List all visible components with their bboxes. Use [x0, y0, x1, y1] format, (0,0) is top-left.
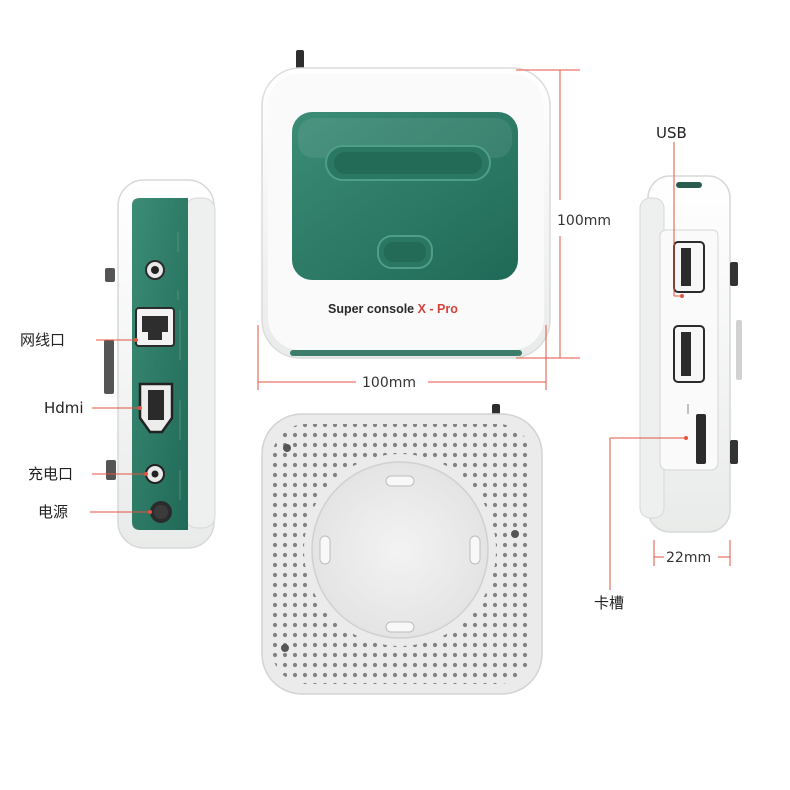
- brand-accent: X - Pro: [417, 302, 458, 316]
- bottom-view-console: [261, 404, 543, 695]
- power-port-label: 电源: [38, 503, 69, 521]
- depth-dimension-label: 22mm: [666, 550, 712, 566]
- charging-port-label: 充电口: [28, 465, 74, 483]
- right-side-view-console: [639, 175, 742, 533]
- dimension-lines: [90, 69, 731, 590]
- usb-port-label: USB: [656, 124, 687, 142]
- ethernet-port-label: 网线口: [20, 331, 66, 349]
- usb-port-icon: [673, 241, 705, 383]
- bottom-plate: [311, 461, 489, 639]
- brand-logo: Super console X - Pro: [328, 302, 458, 316]
- top-view-console: [261, 50, 551, 359]
- height-dimension-label: 100mm: [557, 213, 611, 229]
- brand-prefix: Super console: [328, 302, 418, 316]
- sd-card-slot-icon: [696, 414, 706, 464]
- width-dimension-label: 100mm: [362, 375, 416, 391]
- card-slot-label: 卡槽: [594, 594, 625, 612]
- hdmi-port-label: Hdmi: [44, 399, 84, 417]
- left-side-view-console: [104, 179, 216, 549]
